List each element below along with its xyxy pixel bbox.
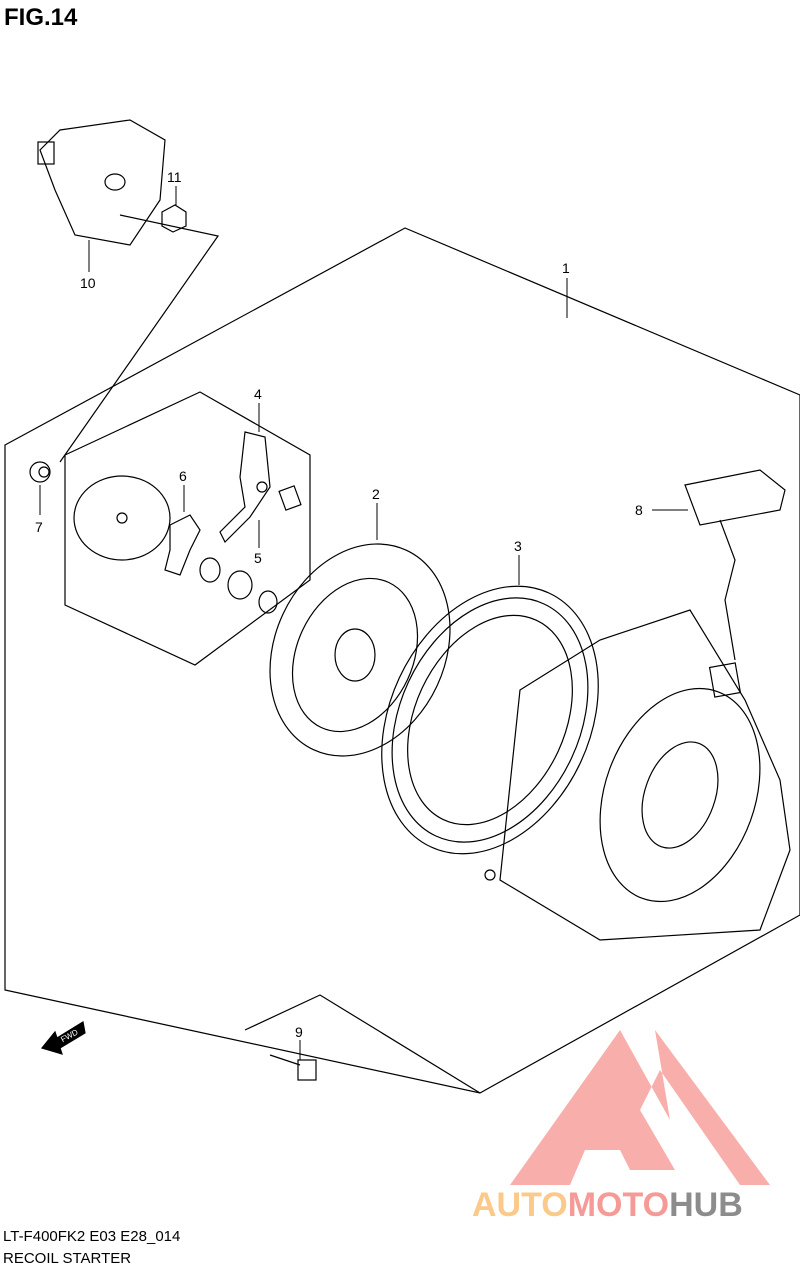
callout-4: 4	[254, 386, 262, 402]
part-8-handle	[684, 469, 786, 698]
part-10-drive-plate	[37, 119, 166, 246]
watermark-auto: AUTO	[472, 1186, 568, 1224]
figure-title: FIG.14	[4, 4, 78, 31]
part-11-nut	[161, 204, 187, 233]
callout-6: 6	[179, 468, 187, 484]
part-3-spring	[381, 585, 599, 855]
callout-3: 3	[514, 538, 522, 554]
part-6-ratchet	[164, 514, 201, 576]
callout-10: 10	[80, 275, 96, 291]
part-1-case	[484, 609, 791, 941]
callout-5: 5	[254, 550, 262, 566]
watermark-hub: HUB	[669, 1186, 743, 1224]
watermark-moto: MOTO	[567, 1186, 670, 1224]
callout-1: 1	[562, 260, 570, 276]
part-plate	[73, 475, 171, 561]
part-9-bolt	[269, 1054, 317, 1081]
callout-9: 9	[295, 1024, 303, 1040]
callout-11: 11	[167, 169, 182, 185]
fwd-direction-marker: FWD	[40, 1021, 86, 1055]
assembly-outline	[4, 227, 800, 1094]
part-7-nut	[29, 461, 51, 483]
part-4-pawl	[219, 431, 271, 544]
callout-2: 2	[372, 486, 380, 502]
part-pin	[278, 485, 302, 511]
part-2-reel	[269, 543, 451, 757]
leader-outline-9	[244, 994, 481, 1094]
model-code: LT-F400FK2 E03 E28_014	[3, 1228, 181, 1245]
subassembly-outline	[64, 391, 311, 666]
leader-outline-10	[59, 214, 220, 463]
section-name: RECOIL STARTER	[3, 1250, 132, 1267]
callout-8: 8	[635, 502, 643, 518]
watermark-text: AUTOMOTOHUB	[472, 1186, 743, 1225]
automotohub-logo	[510, 1030, 770, 1185]
callout-7: 7	[35, 519, 43, 535]
